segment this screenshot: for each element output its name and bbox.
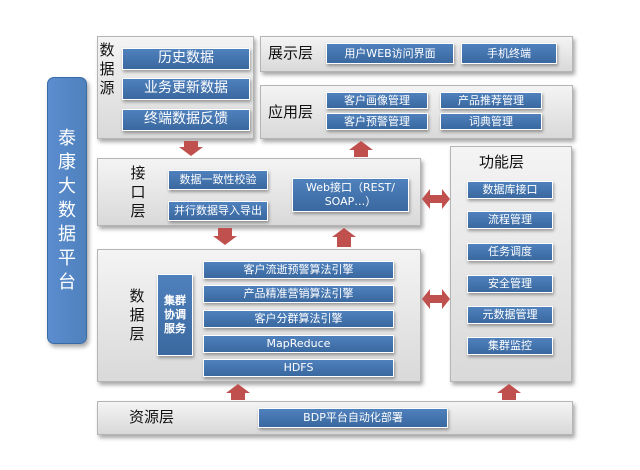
resource-item-bdp-deploy: BDP平台自动化部署 (258, 408, 448, 428)
interface-item-parallel-io: 并行数据导入导出 (168, 201, 268, 221)
function-item-process-mgmt: 流程管理 (467, 211, 553, 229)
data-item-precision-marketing-engine: 产品精准营销算法引擎 (203, 285, 394, 303)
data-source-item-history: 历史数据 (122, 48, 250, 70)
app-item-customer-warning: 客户预警管理 (326, 113, 428, 130)
cluster-coordination-text: 集群协调服务 (164, 294, 186, 335)
data-item-churn-engine: 客户流逝预警算法引擎 (203, 261, 394, 279)
data-source-item-business-update: 业务更新数据 (122, 78, 250, 100)
display-item-mobile: 手机终端 (461, 43, 557, 64)
data-item-segmentation-engine: 客户分群算法引擎 (203, 310, 394, 328)
data-item-cluster-coordination: 集群协调服务 (157, 274, 193, 356)
data-source-item-terminal-feedback: 终端数据反馈 (122, 109, 250, 131)
display-item-web-ui: 用户WEB访问界面 (326, 43, 454, 64)
function-item-task-scheduling: 任务调度 (467, 243, 553, 261)
resource-layer-label: 资源层 (129, 408, 175, 426)
function-item-cluster-monitor: 集群监控 (467, 337, 553, 355)
function-layer-label: 功能层 (479, 153, 525, 171)
interface-item-consistency-check: 数据一致性校验 (168, 170, 268, 190)
display-layer-label: 展示层 (268, 44, 314, 62)
platform-title: 泰康大数据平台 (58, 127, 76, 293)
data-item-hdfs: HDFS (203, 359, 394, 377)
data-layer-label: 数据层 (129, 287, 145, 343)
function-item-db-interface: 数据库接口 (467, 181, 553, 199)
data-source-label: 数据源 (99, 41, 115, 97)
application-layer-label: 应用层 (268, 103, 314, 121)
function-item-metadata-mgmt: 元数据管理 (467, 306, 553, 324)
app-item-dictionary: 词典管理 (440, 113, 542, 130)
platform-title-bar: 泰康大数据平台 (47, 77, 87, 344)
interface-item-web-api: Web接口（REST/ SOAP…） (292, 178, 409, 212)
app-item-customer-profile: 客户画像管理 (326, 92, 428, 109)
interface-layer-label: 接口层 (130, 164, 146, 220)
data-item-mapreduce: MapReduce (203, 335, 394, 353)
app-item-product-recommend: 产品推荐管理 (440, 92, 542, 109)
function-item-security-mgmt: 安全管理 (467, 275, 553, 293)
